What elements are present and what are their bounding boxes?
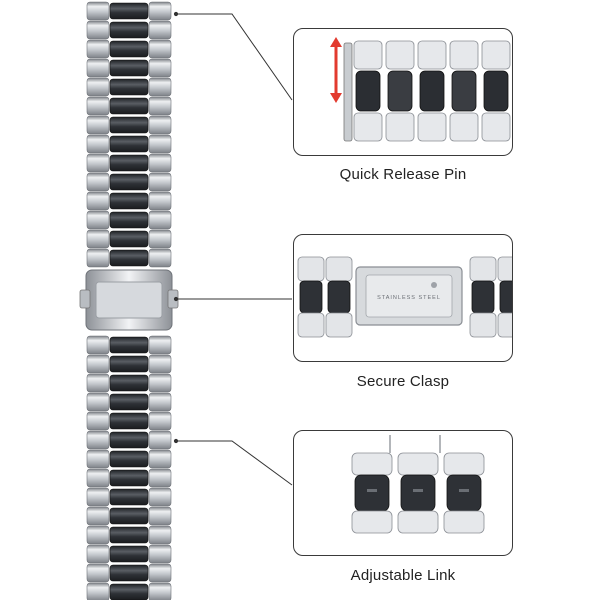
watch-band-image [79, 1, 179, 600]
adjustable-link-label: Adjustable Link [350, 567, 456, 584]
secure-clasp-detail-image: STAINLESS STEEL [297, 256, 512, 338]
secure-clasp-label: Secure Clasp [356, 373, 450, 390]
secure-clasp-panel: STAINLESS STEEL [293, 234, 513, 362]
band-links [86, 1, 172, 600]
quick-release-pin-panel [293, 28, 513, 156]
band-clasp [79, 269, 179, 331]
quick-release-pin-label: Quick Release Pin [339, 166, 467, 183]
clasp-rivet-icon [431, 282, 437, 288]
adjustable-link-panel [293, 430, 513, 556]
quick-release-pin-detail-image [330, 37, 511, 142]
clasp-engraving: STAINLESS STEEL [377, 295, 441, 301]
adjustable-link-detail-image [351, 435, 485, 534]
